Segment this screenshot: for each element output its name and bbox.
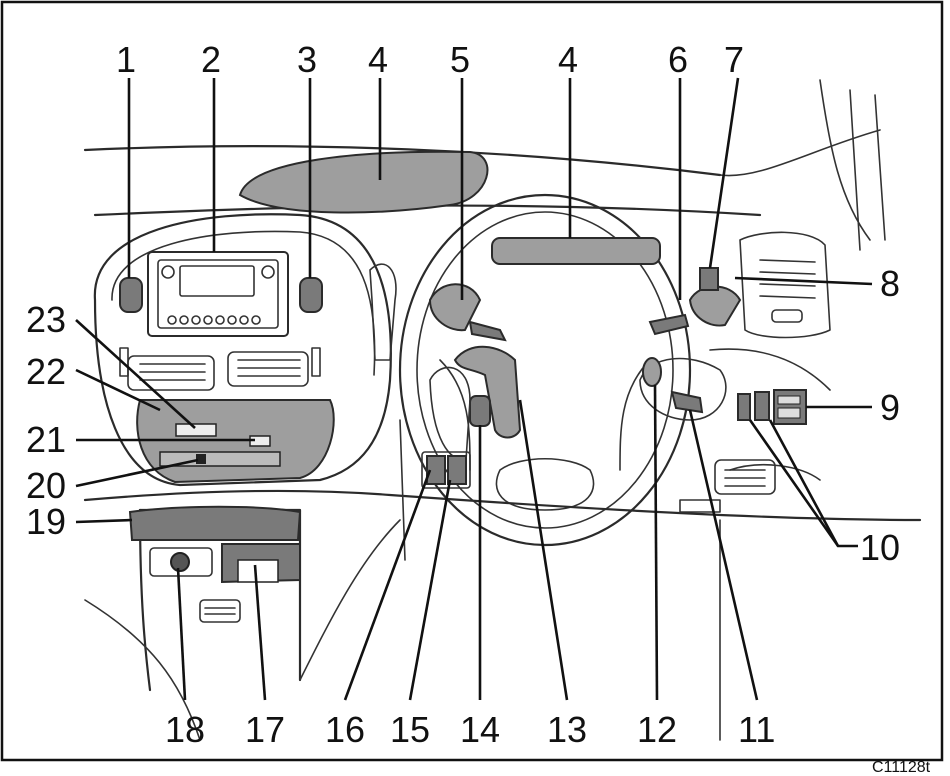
callout-4-top-display: 4 [368, 39, 388, 80]
right-lower-dash-lines [709, 348, 831, 481]
knee-switch-16 [426, 455, 446, 485]
left-stalk-lever [428, 283, 482, 332]
gear-lever [369, 263, 397, 361]
tilt-lever-13 [453, 345, 522, 439]
callout-11: 11 [738, 709, 775, 750]
callout-20: 20 [26, 465, 66, 506]
right-lower-vent-slats [724, 469, 766, 487]
knee-switch-housing [421, 451, 471, 489]
callout-7: 7 [724, 39, 744, 80]
switch-panel-9 [773, 389, 807, 425]
callout-22: 22 [26, 351, 66, 392]
callout-1: 1 [116, 39, 136, 80]
right-lower-vent [714, 459, 776, 495]
left-knee-trim [429, 366, 471, 461]
windshield-base-line [83, 145, 722, 177]
a-pillar-right [819, 79, 886, 251]
callout-19: 19 [26, 501, 66, 542]
switch-panel-9-top [777, 395, 801, 405]
pedal-box [679, 499, 721, 513]
lower-dash-line [83, 489, 922, 522]
right-side-vent [739, 231, 831, 339]
stalk-switch-7 [699, 267, 719, 291]
figure-code: C11128t [872, 759, 931, 776]
right-control-knob [299, 277, 323, 313]
a-pillar-line [719, 129, 881, 177]
callout-12: 12 [637, 709, 677, 750]
right-stalk-tip [648, 313, 690, 336]
callout-9: 9 [880, 387, 900, 428]
climate-small-button [196, 454, 206, 464]
vent-tab-left [119, 347, 129, 377]
switch-housing-18 [149, 547, 213, 577]
lever-switch-14 [469, 395, 491, 427]
right-vent-slats [759, 259, 816, 299]
callout-15: 15 [390, 709, 430, 750]
switch-panel-9-bottom [777, 407, 801, 419]
callout-13: 13 [547, 709, 587, 750]
callout-6: 6 [668, 39, 688, 80]
audio-unit [147, 251, 289, 337]
audio-unit-face [157, 259, 279, 329]
console-curve-left [84, 599, 201, 741]
callout-21: 21 [26, 419, 66, 460]
leader-lines [75, 77, 873, 701]
console-shelf-19 [128, 505, 302, 541]
center-console-outline [93, 213, 392, 487]
audio-buttons [161, 265, 275, 325]
steering-wheel-rim [398, 193, 692, 547]
power-outlet-18 [170, 552, 190, 572]
instrument-display [491, 237, 661, 265]
cup-holder-opening [237, 559, 279, 583]
ignition-trim [639, 357, 727, 421]
left-stalk-tip [468, 320, 507, 342]
callout-17: 17 [245, 709, 285, 750]
center-vent-right [227, 351, 309, 387]
callout-8: 8 [880, 263, 900, 304]
callout-14: 14 [460, 709, 500, 750]
callout-5: 5 [450, 39, 470, 80]
right-stalk-lever [688, 285, 742, 327]
switch-10b [754, 391, 770, 421]
vent-tab-right [311, 347, 321, 377]
callout-16: 16 [325, 709, 365, 750]
callout-2: 2 [201, 39, 221, 80]
center-vent-left [127, 355, 215, 391]
console-handle-lines [204, 607, 236, 615]
switch-10a [737, 393, 751, 421]
key-knob-11 [670, 390, 704, 414]
ignition-switch-12 [642, 357, 662, 387]
callout-18: 18 [165, 709, 205, 750]
steering-wheel-inner [416, 211, 674, 529]
callout-23: 23 [26, 299, 66, 340]
console-curve-right [299, 519, 401, 681]
steering-hub-lower [495, 457, 595, 511]
callout-3: 3 [297, 39, 317, 80]
figure-frame [0, 0, 944, 762]
left-control-knob [119, 277, 143, 313]
top-display-panel [238, 150, 489, 214]
climate-button-a [175, 423, 217, 437]
center-console-inner [111, 230, 376, 376]
knee-switch-15 [447, 455, 467, 485]
console-handle [199, 599, 241, 623]
audio-display [179, 265, 255, 297]
callout-4-instrument: 4 [558, 39, 578, 80]
vent-slats [139, 359, 301, 381]
callout-10: 10 [860, 527, 900, 568]
right-vent-tab [771, 309, 803, 323]
